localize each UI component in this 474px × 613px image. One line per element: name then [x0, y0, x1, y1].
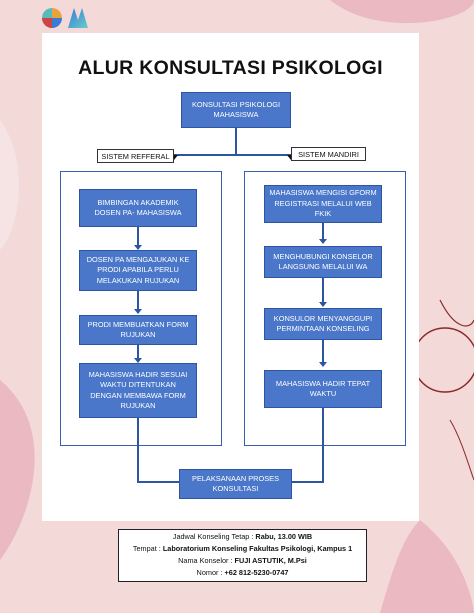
header-logos [42, 8, 88, 28]
referral-step-2: DOSEN PA MENGAJUKAN KE PRODI APABILA PER… [79, 250, 197, 291]
connector [290, 481, 324, 483]
university-logo-icon [42, 8, 62, 28]
arrow-down [319, 302, 327, 307]
place-value: Laboratorium Konseling Fakultas Psikolog… [162, 544, 353, 553]
place-line: Tempat : Laboratorium Konseling Fakultas… [119, 543, 366, 555]
counselor-value: FUJI ASTUTIK, M.Psi [234, 556, 307, 565]
connector [172, 154, 292, 156]
connector [322, 340, 324, 364]
connector [137, 418, 139, 483]
schedule-info-box: Jadwal Konseling Tetap : Rabu, 13.00 WIB… [118, 529, 367, 582]
root-node: KONSULTASI PSIKOLOGI MAHASISWA [181, 92, 291, 128]
arrow-down [319, 239, 327, 244]
arrow-down [134, 309, 142, 314]
connector [137, 227, 139, 247]
counselor-line: Nama Konselor : FUJI ASTUTIK, M.Psi [119, 555, 366, 567]
mandiri-step-2: MENGHUBUNGI KONSELOR LANGSUNG MELALUI WA [264, 246, 382, 278]
connector [322, 278, 324, 304]
referral-system-label: SISTEM REFFERAL [97, 149, 174, 163]
counselor-label: Nama Konselor : [178, 556, 235, 565]
final-node: PELAKSANAAN PROSES KONSULTASI [179, 469, 292, 499]
schedule-line: Jadwal Konseling Tetap : Rabu, 13.00 WIB [119, 531, 366, 543]
referral-group [60, 171, 222, 446]
mandiri-step-3: KONSULOR MENYANGGUPI PERMINTAAN KONSELIN… [264, 308, 382, 340]
flowchart-card: ALUR KONSULTASI PSIKOLOGI KONSULTASI PSI… [42, 33, 419, 521]
arrow-down [134, 358, 142, 363]
schedule-value: Rabu, 13.00 WIB [255, 532, 313, 541]
arrow-down [319, 362, 327, 367]
connector [137, 345, 139, 359]
phone-value: +62 812-5230-0747 [224, 568, 289, 577]
connector [235, 128, 237, 156]
arrow-down [134, 245, 142, 250]
connector [137, 291, 139, 311]
referral-step-4: MAHASISWA HADIR SESUAI WAKTU DITENTUKAN … [79, 363, 197, 418]
mandiri-step-4: MAHASISWA HADIR TEPAT WAKTU [264, 370, 382, 408]
referral-step-3: PRODI MEMBUATKAN FORM RUJUKAN [79, 315, 197, 345]
connector [322, 223, 324, 241]
phone-line: Nomor : +62 812-5230-0747 [119, 567, 366, 579]
schedule-label: Jadwal Konseling Tetap : [172, 532, 256, 541]
page-title: ALUR KONSULTASI PSIKOLOGI [78, 57, 383, 79]
connector [137, 481, 179, 483]
mandiri-step-1: MAHASISWA MENGISI GFORM REGISTRASI MELAL… [264, 185, 382, 223]
faculty-logo-icon [68, 8, 88, 28]
phone-label: Nomor : [196, 568, 225, 577]
mandiri-system-label: SISTEM MANDIRI [291, 147, 366, 161]
arrow-left-branch [170, 155, 178, 160]
connector [322, 408, 324, 483]
mandiri-group [244, 171, 406, 446]
referral-step-1: BIMBINGAN AKADEMIK DOSEN PA- MAHASISWA [79, 189, 197, 227]
place-label: Tempat : [132, 544, 163, 553]
